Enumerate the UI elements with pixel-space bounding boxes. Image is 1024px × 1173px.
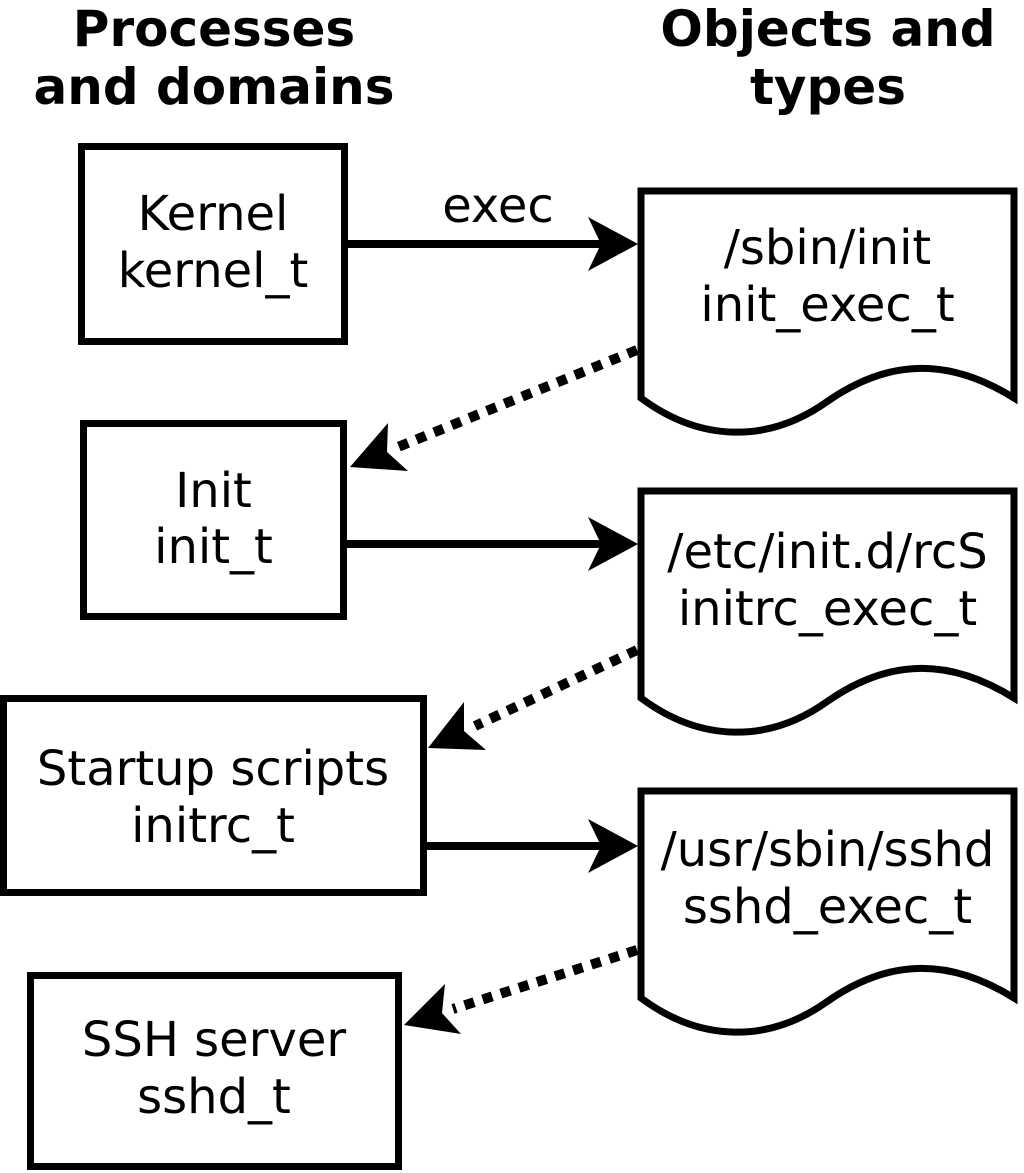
right-header-line2: types — [750, 58, 906, 116]
ssh-server-box-label: SSH server — [82, 1012, 347, 1068]
usr-sbin-sshd-type-label: sshd_exec_t — [683, 879, 972, 935]
object-doc-sbin-init: /sbin/init init_exec_t — [637, 187, 1018, 436]
usr-sbin-sshd-path-label: /usr/sbin/sshd — [661, 822, 995, 878]
right-column-header: Objects and types — [660, 0, 995, 116]
init-box-rect — [80, 420, 347, 620]
exec-arrow-label: exec — [442, 178, 554, 234]
left-header-line1: Processes — [73, 0, 355, 58]
transition-arrow-3-line — [451, 945, 639, 1014]
ssh-server-box-domain: sshd_t — [137, 1069, 291, 1125]
init-box-domain: init_t — [154, 519, 273, 575]
exec-arrow-1-head-icon — [588, 217, 638, 271]
transition-arrow-1-head-icon — [350, 423, 408, 471]
object-doc-usr-sbin-sshd: /usr/sbin/sshd sshd_exec_t — [637, 787, 1018, 1036]
kernel-box-domain: kernel_t — [118, 243, 309, 299]
exec-arrow-init-to-rcs — [345, 517, 638, 571]
object-doc-etc-initd-rcs: /etc/init.d/rcS initrc_exec_t — [637, 487, 1018, 736]
exec-arrow-initrc-to-sshd — [425, 819, 638, 873]
transition-arrow-sshd-to-sshd-t — [404, 945, 639, 1034]
exec-arrow-kernel-to-sbin-init: exec — [345, 178, 638, 271]
exec-arrow-2-head-icon — [588, 517, 638, 571]
exec-arrow-3-head-icon — [588, 819, 638, 873]
transition-arrow-sbin-init-to-init — [350, 345, 639, 471]
process-box-ssh-server: SSH server sshd_t — [27, 972, 402, 1170]
transition-arrow-3-head-icon — [404, 984, 461, 1034]
transition-arrow-2-line — [472, 645, 640, 731]
process-box-startup-scripts: Startup scripts initrc_t — [0, 695, 427, 896]
startup-scripts-box-rect — [0, 695, 427, 896]
sbin-init-type-label: init_exec_t — [700, 277, 954, 333]
init-box-label: Init — [175, 463, 252, 519]
left-header-line2: and domains — [33, 58, 394, 116]
transition-arrow-1-line — [396, 345, 639, 452]
sbin-init-path-label: /sbin/init — [724, 220, 932, 276]
ssh-server-box-rect — [27, 972, 402, 1170]
startup-scripts-box-domain: initrc_t — [131, 798, 295, 854]
left-column-header: Processes and domains — [33, 0, 394, 116]
kernel-box-rect — [78, 143, 348, 345]
transition-arrow-2-head-icon — [428, 702, 486, 750]
right-header-line1: Objects and — [660, 0, 995, 58]
usr-sbin-sshd-document-shape — [637, 787, 1018, 1036]
etc-initd-rcs-type-label: initrc_exec_t — [678, 581, 977, 637]
etc-initd-rcs-document-shape — [637, 487, 1018, 736]
process-box-kernel: Kernel kernel_t — [78, 143, 348, 345]
etc-initd-rcs-path-label: /etc/init.d/rcS — [667, 524, 987, 580]
kernel-box-label: Kernel — [138, 186, 289, 242]
startup-scripts-box-label: Startup scripts — [37, 741, 389, 797]
transition-arrow-rcs-to-initrc — [428, 645, 640, 750]
process-box-init: Init init_t — [80, 420, 347, 620]
sbin-init-document-shape — [637, 187, 1018, 436]
